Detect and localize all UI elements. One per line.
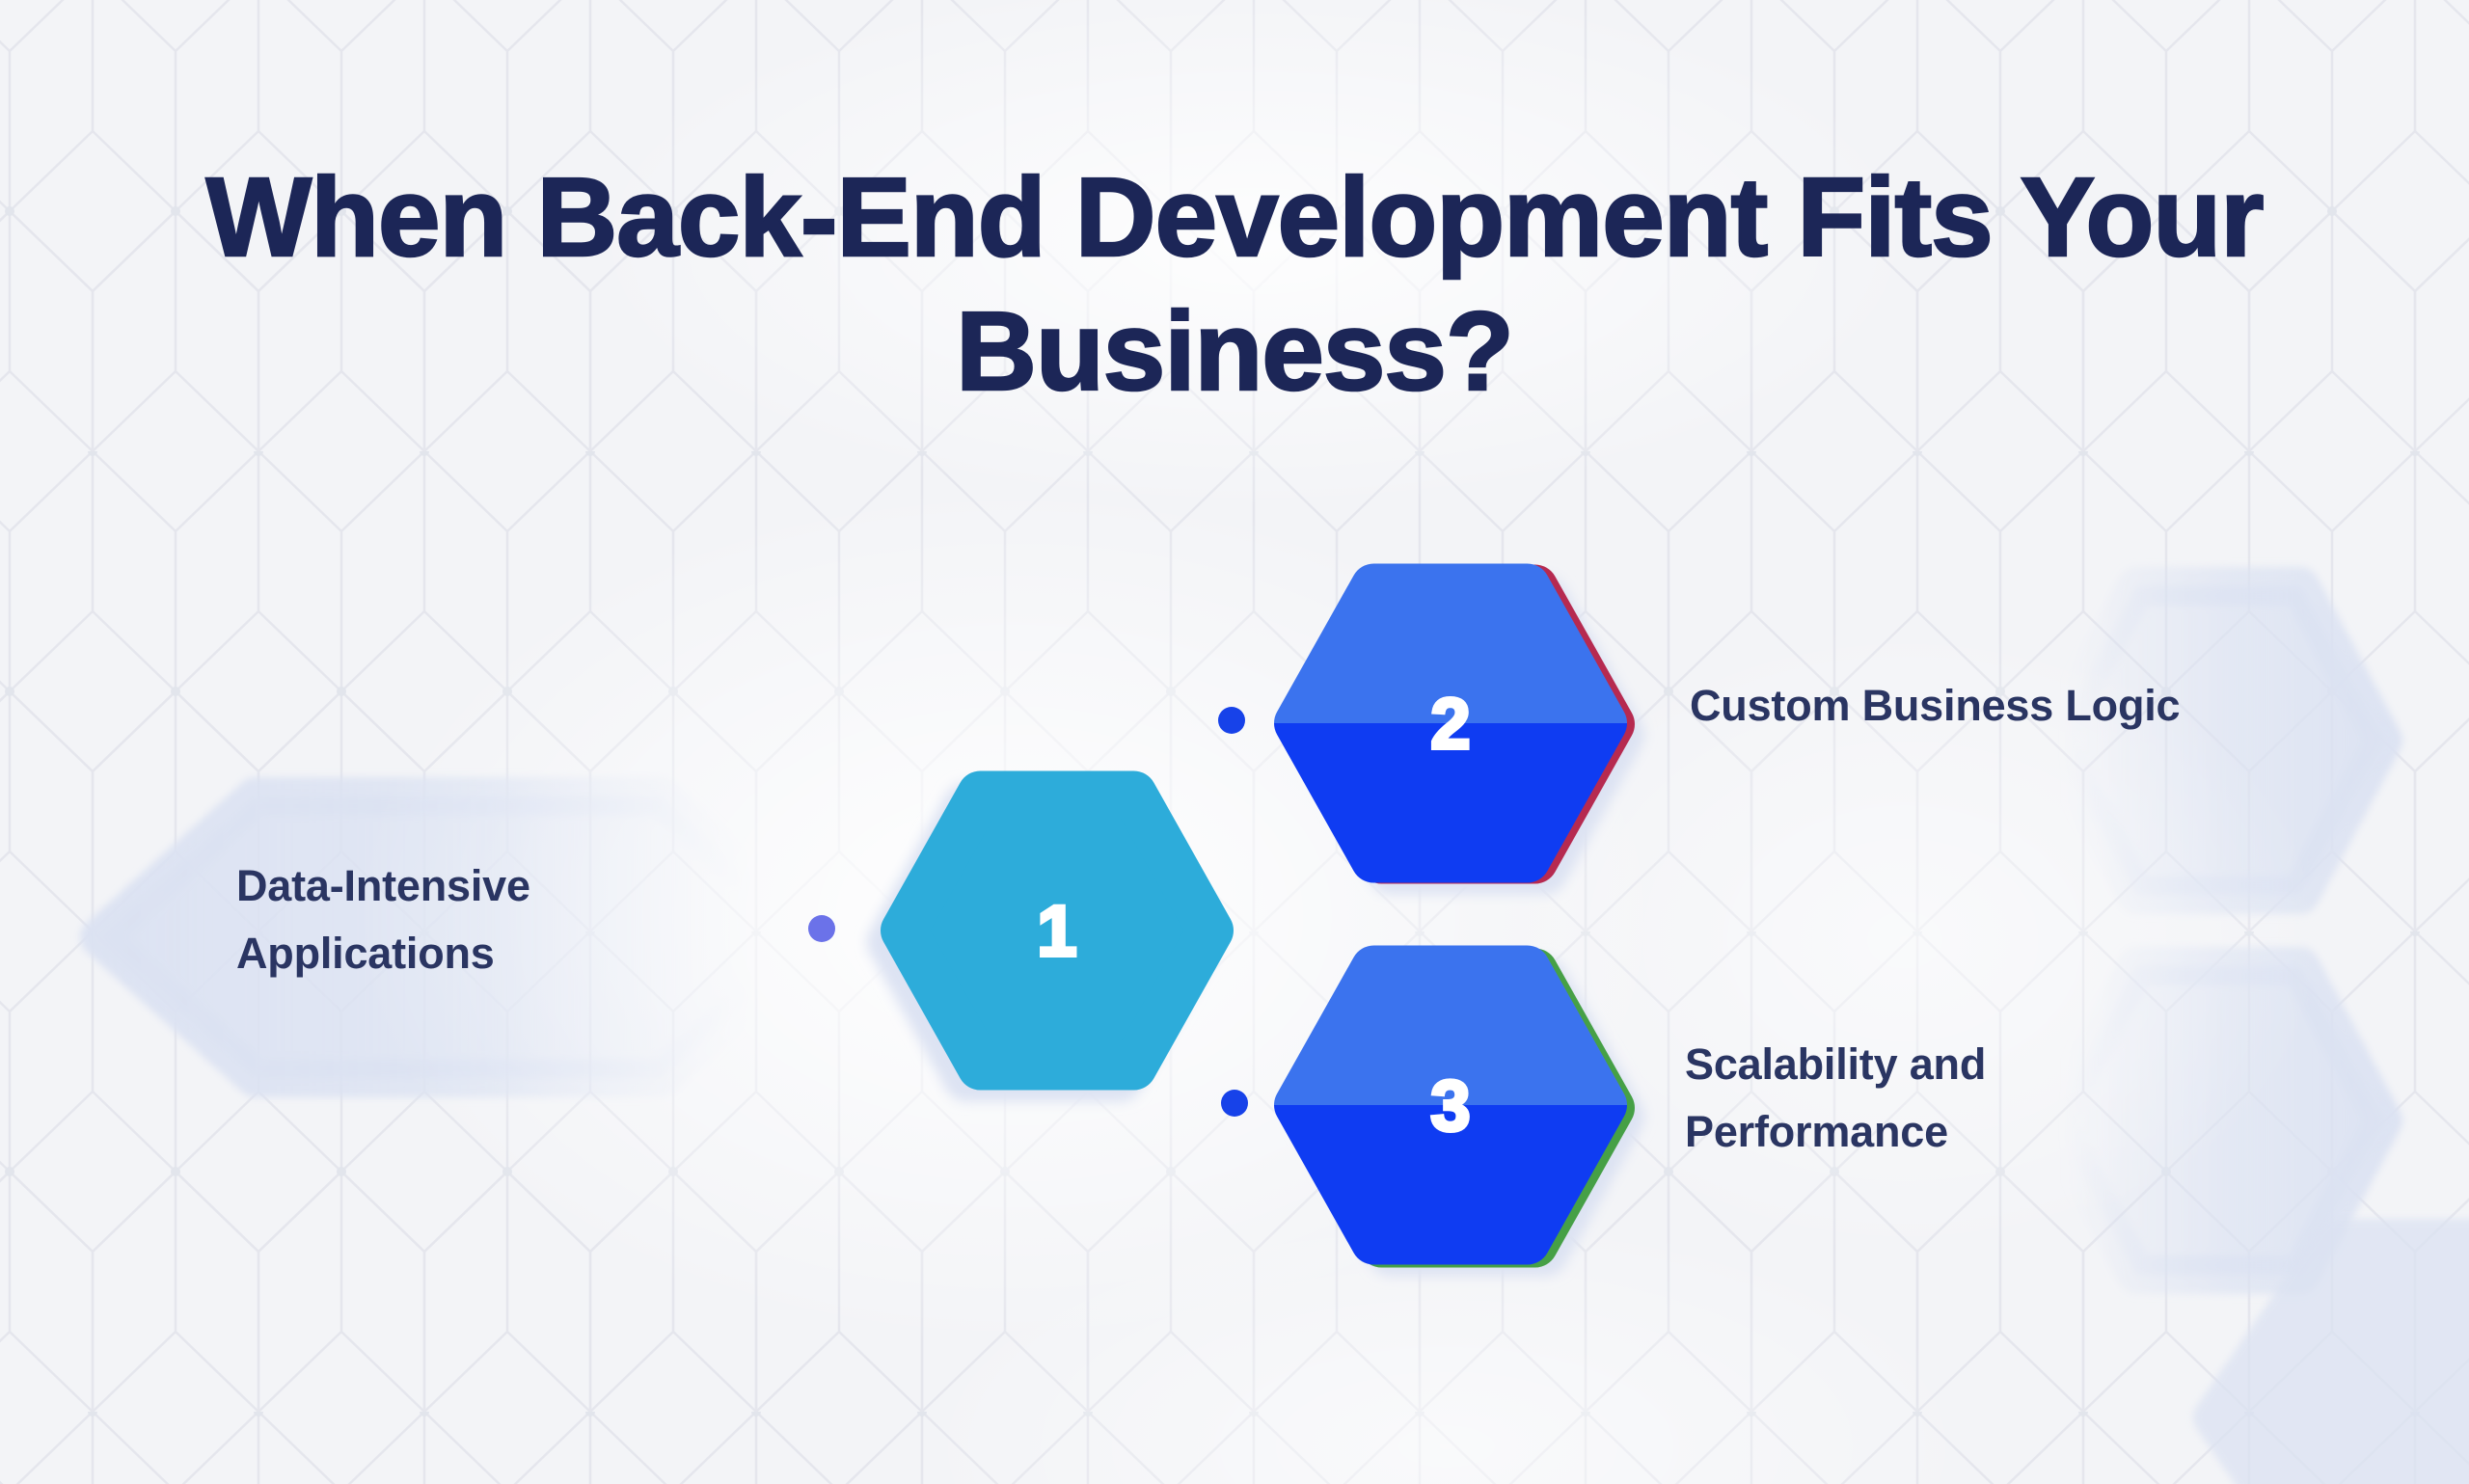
page-title: When Back-End Development Fits Your Busi…	[0, 150, 2469, 418]
page-title-line1: When Back-End Development Fits Your	[204, 152, 2265, 281]
step-1-dot	[808, 915, 835, 942]
hexagon-1-body	[881, 770, 1234, 1091]
hexagon-3-body	[1274, 945, 1627, 1265]
step-hexagon-3: 3	[1274, 945, 1644, 1277]
hexagon-2-number: 2	[1430, 684, 1470, 764]
right-arrow-ghost-shape-top	[2034, 567, 2402, 914]
step-1-label-line1: Data-Intensive	[236, 861, 530, 910]
step-1-label: Data-Intensive Applications	[236, 852, 530, 987]
step-2-dot	[1218, 707, 1245, 734]
step-3-label-line1: Scalability and	[1685, 1039, 1987, 1089]
step-3-label: Scalability and Performance	[1685, 1031, 1986, 1166]
hexagon-3-number: 3	[1430, 1066, 1470, 1146]
step-hexagon-2: 2	[1274, 563, 1644, 895]
dot-icon	[808, 915, 835, 942]
dot-icon	[1221, 1090, 1248, 1117]
hexagon-1-number: 1	[1037, 891, 1076, 971]
step-3-label-line2: Performance	[1685, 1107, 1948, 1156]
step-1-label-line2: Applications	[236, 929, 495, 978]
step-hexagon-1: 1	[867, 770, 1234, 1102]
step-2-label-line1: Custom Business Logic	[1690, 681, 2181, 730]
dot-icon	[1218, 707, 1245, 734]
step-2-label: Custom Business Logic	[1690, 672, 2181, 740]
hexagon-2-body	[1274, 563, 1627, 883]
step-3-dot	[1221, 1090, 1248, 1117]
page-title-line2: Business?	[955, 286, 1515, 415]
